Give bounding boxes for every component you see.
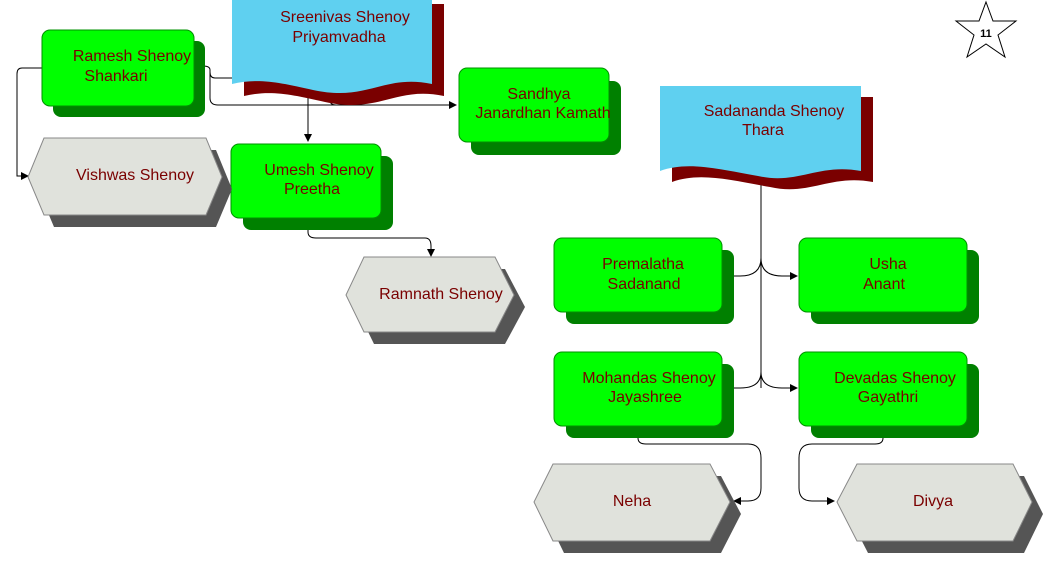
connector-sreenivas-to-ramesh <box>195 62 242 79</box>
couple-node-shape <box>798 351 968 427</box>
child-node-vishwas[interactable]: Vishwas Shenoy <box>27 137 232 227</box>
couple-node-sandhya[interactable]: Sandhya Janardhan Kamath <box>458 67 621 155</box>
connector-sadananda-to-devadas <box>760 371 798 392</box>
connector-sadananda-to-usha <box>760 257 798 280</box>
couple-node-line2: Sadanand <box>608 276 681 293</box>
couple-node-premalatha[interactable]: Premalatha Sadanand <box>553 237 734 324</box>
couple-node-line2: Anant <box>863 276 905 293</box>
couple-node-line1: Sandhya <box>507 86 570 103</box>
head-node-sreenivas[interactable]: Sreenivas Shenoy Priyamvadha <box>232 0 444 106</box>
page-number-star-badge: 11 <box>954 0 1018 59</box>
couple-node-line2: Gayathri <box>858 389 918 406</box>
couple-node-shape <box>41 29 195 107</box>
child-node-name: Neha <box>613 493 651 510</box>
couple-node-line2: Jayashree <box>608 389 682 406</box>
child-node-name: Vishwas Shenoy <box>76 167 194 184</box>
child-node-shape <box>27 137 223 216</box>
child-node-shape <box>345 256 515 333</box>
couple-node-devadas[interactable]: Devadas Shenoy Gayathri <box>798 351 979 438</box>
couple-node-line1: Usha <box>869 256 906 273</box>
couple-node-shape <box>798 237 968 313</box>
couple-node-line1: Devadas Shenoy <box>834 370 956 387</box>
couple-node-umesh[interactable]: Umesh Shenoy Preetha <box>230 143 393 230</box>
couple-node-line1: Ramesh Shenoy <box>73 48 191 65</box>
child-node-ramnath[interactable]: Ramnath Shenoy <box>345 256 525 344</box>
connector-devadas-to-divya <box>798 428 884 505</box>
couple-node-line1: Premalatha <box>602 256 684 273</box>
head-node-line2: Thara <box>742 122 784 139</box>
couple-node-usha[interactable]: Usha Anant <box>798 237 979 324</box>
couple-node-line1: Umesh Shenoy <box>264 162 373 179</box>
couple-node-mohandas[interactable]: Mohandas Shenoy Jayashree <box>553 351 734 438</box>
connector-sreenivas-branch <box>209 72 336 106</box>
couple-node-line1: Mohandas Shenoy <box>582 370 715 387</box>
page-number: 11 <box>980 28 992 40</box>
couple-node-line2: Shankari <box>84 68 147 85</box>
couple-node-line2: Janardhan Kamath <box>475 105 610 122</box>
couple-node-line2: Preetha <box>284 181 340 198</box>
star-icon <box>954 0 1018 59</box>
couple-node-shape <box>458 67 610 143</box>
couple-node-shape <box>553 237 723 313</box>
couple-node-shape <box>230 143 382 219</box>
child-node-neha[interactable]: Neha <box>533 463 741 553</box>
head-node-line1: Sadananda Shenoy <box>704 103 845 120</box>
connector-umesh-to-ramnath <box>307 218 435 257</box>
child-node-name: Ramnath Shenoy <box>379 286 503 303</box>
child-node-divya[interactable]: Divya <box>836 463 1043 553</box>
head-node-sadananda[interactable]: Sadananda Shenoy Thara <box>660 86 873 190</box>
head-node-shape <box>232 0 432 94</box>
head-node-shape <box>660 86 861 179</box>
head-node-line1: Sreenivas Shenoy <box>280 9 410 26</box>
connector-ramesh-to-vishwas <box>16 67 42 180</box>
child-node-name: Divya <box>913 493 953 510</box>
couple-node-ramesh[interactable]: Ramesh Shenoy Shankari <box>41 29 205 117</box>
child-node-shape <box>836 463 1033 542</box>
couple-node-shape <box>553 351 723 427</box>
connector-mohandas-to-neha <box>637 428 762 505</box>
head-node-line2: Priyamvadha <box>292 29 385 46</box>
child-node-shape <box>533 463 731 542</box>
